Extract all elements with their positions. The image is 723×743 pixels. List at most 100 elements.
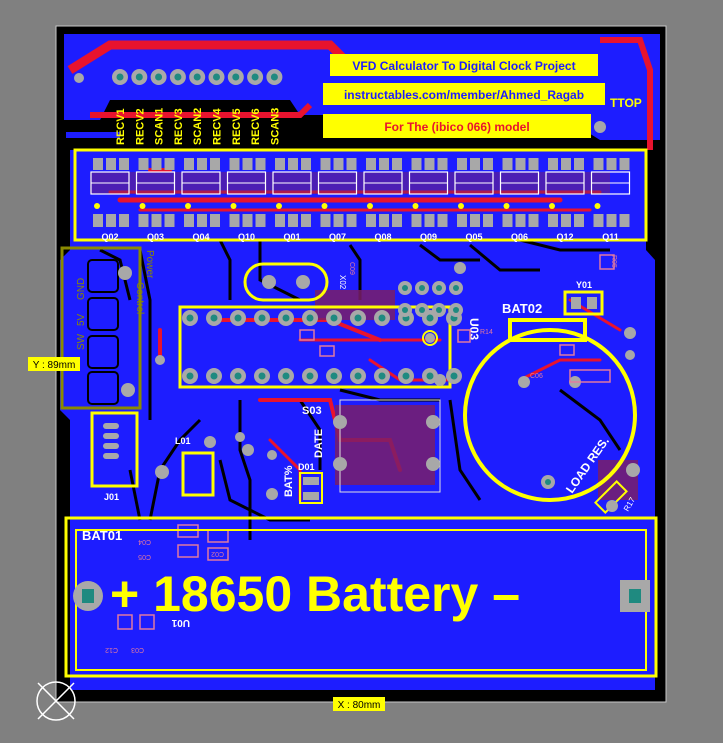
c09-label: C09 — [348, 262, 355, 275]
power-via-2 — [121, 383, 135, 397]
vias — [155, 262, 466, 460]
header-pin-label: RECV3 — [173, 108, 185, 145]
top-red-trace-2 — [90, 102, 313, 118]
d01-pad-1 — [303, 477, 319, 485]
pad-sw-a — [87, 335, 119, 369]
j01-outline — [90, 411, 139, 488]
ic-pin-hole — [234, 372, 242, 380]
top-right-via — [594, 121, 606, 133]
y-dim-box — [28, 357, 80, 371]
url-box — [323, 83, 605, 105]
header-pin-label: SCAN2 — [192, 108, 204, 145]
r17-pad-2 — [606, 500, 618, 512]
s03-pad-1 — [333, 415, 347, 429]
header-pin-label: SCAN3 — [269, 108, 281, 145]
s03-label: S03 — [302, 405, 322, 417]
y01-pad-2 — [587, 297, 597, 309]
origin-marker-icon — [36, 681, 76, 721]
bat-pct-via — [266, 488, 278, 500]
d01-outline — [299, 472, 323, 504]
y-dim-label: Y : 89mm — [33, 360, 76, 371]
ic-pin-hole — [378, 314, 386, 322]
l01-pad-2 — [155, 465, 169, 479]
header-pin-hole — [135, 73, 143, 81]
c02-label: C02 — [211, 550, 224, 557]
transistor-label: Q02 — [101, 232, 118, 242]
s03-outline — [339, 399, 441, 493]
ic-pin-hole — [234, 314, 242, 322]
l01-label: L01 — [175, 436, 191, 446]
title-box — [330, 54, 598, 76]
u01-label: U01 — [171, 617, 190, 628]
small-header — [398, 281, 463, 317]
bat02-outline — [463, 328, 637, 502]
y01-pad-1 — [571, 297, 581, 309]
power-via-1 — [118, 266, 132, 280]
x02-label: X02 — [338, 275, 347, 290]
ic-pin-hole — [258, 372, 266, 380]
transistor-label: Q03 — [147, 232, 164, 242]
header-pin-label: SCAN1 — [154, 108, 166, 145]
c06-label: C06 — [530, 373, 543, 380]
ic-pin-hole — [210, 372, 218, 380]
transistor-label: Q05 — [465, 232, 482, 242]
c12-label: C12 — [105, 646, 118, 653]
transistor: Q10 — [226, 158, 267, 242]
ic-pin-hole — [186, 372, 194, 380]
transistor: Q11 — [590, 158, 631, 242]
ic-pin-hole — [306, 314, 314, 322]
header-pad-hole — [402, 285, 408, 291]
d01-pad-2 — [303, 492, 319, 500]
transistor-label: Q06 — [511, 232, 528, 242]
bat02-hole-1 — [545, 479, 551, 485]
ic-u03-pins — [182, 310, 462, 384]
ic-pin-hole — [450, 372, 458, 380]
d01-label: D01 — [298, 462, 315, 472]
transistor-label: Q09 — [420, 232, 437, 242]
date-label: DATE — [313, 429, 325, 458]
ic-pin-hole — [258, 314, 266, 322]
header-pad-hole — [419, 307, 425, 313]
header-pad-hole — [453, 285, 459, 291]
transistor: Q07 — [317, 158, 358, 242]
header-pin-label: RECV4 — [212, 107, 224, 145]
header-pad-hole — [453, 307, 459, 313]
header-pin-hole — [116, 73, 124, 81]
model-box — [323, 114, 591, 138]
top-red-trace-1 — [67, 40, 349, 74]
transistor: Q03 — [135, 158, 176, 242]
ic-pin-hole — [402, 372, 410, 380]
j01-label: J01 — [104, 492, 119, 502]
battery-label: + 18650 Battery – — [110, 566, 520, 622]
transistor: Q02 — [90, 158, 130, 242]
top-red-trace-3 — [600, 37, 653, 150]
power-connector — [60, 246, 142, 410]
crystal-pad-1 — [262, 275, 276, 289]
sw-label: SW — [76, 333, 87, 350]
transistor: Q08 — [363, 158, 403, 242]
transistor-box — [73, 148, 648, 242]
pin1-marker — [422, 330, 438, 346]
j01-pins — [103, 423, 119, 459]
bat02-pad-2 — [518, 376, 530, 388]
ic-pin-hole — [282, 314, 290, 322]
bat01-outline — [64, 516, 658, 678]
ic-pin-hole — [330, 314, 338, 322]
header-pin-hole — [270, 73, 278, 81]
s03-pad-2 — [426, 415, 440, 429]
transistor: Q12 — [545, 158, 585, 242]
c04-label: C04 — [138, 538, 151, 545]
y01-outline — [563, 290, 604, 316]
header-pin-label: RECV2 — [134, 108, 146, 145]
ic-pin-hole — [378, 372, 386, 380]
ic-pin-hole — [282, 372, 290, 380]
r14-label: R14 — [480, 329, 493, 336]
corner-label: TTOP — [610, 96, 642, 110]
bat02-tab — [508, 318, 587, 342]
header-pin-hole — [155, 73, 163, 81]
x-dim-label: X : 80mm — [338, 700, 381, 711]
x-dim-box — [333, 697, 385, 711]
header-pin-label: RECV1 — [115, 108, 127, 145]
